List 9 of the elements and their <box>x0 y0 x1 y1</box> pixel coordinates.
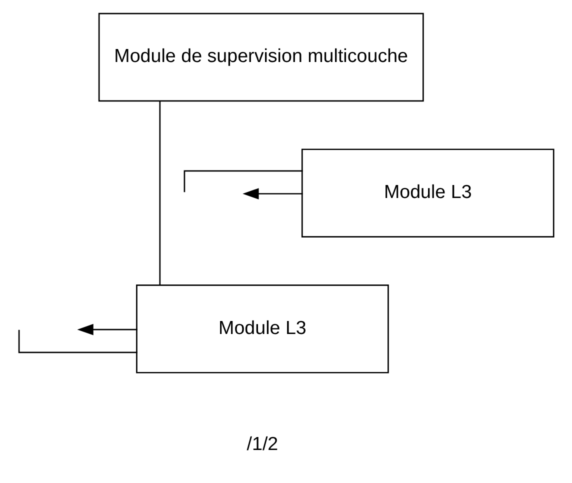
node-box: Module de supervision multicouche <box>98 12 424 102</box>
arrow <box>77 324 138 336</box>
node-box: Module L3 <box>136 284 389 374</box>
label: /1/2 <box>246 433 278 454</box>
arrow <box>242 188 303 200</box>
connector <box>159 102 161 286</box>
node-box: Module L3 <box>301 148 554 238</box>
connector <box>18 330 138 354</box>
connector <box>184 170 303 192</box>
